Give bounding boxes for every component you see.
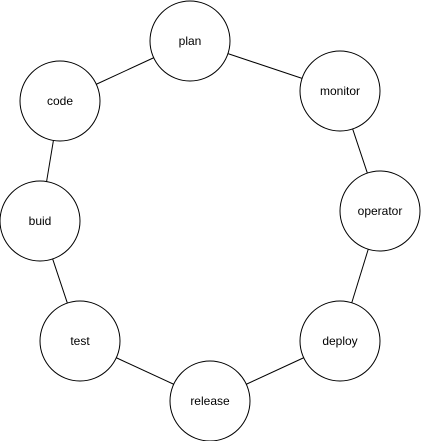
edge-deploy-release bbox=[246, 357, 304, 385]
node-circle-operator[interactable] bbox=[339, 170, 421, 252]
node-circle-deploy[interactable] bbox=[299, 300, 381, 382]
node-label-operator: operator bbox=[358, 204, 403, 218]
node-label-buid: buid bbox=[29, 214, 52, 228]
node-release[interactable]: release bbox=[169, 360, 251, 441]
node-monitor[interactable]: monitor bbox=[299, 50, 381, 132]
edge-test-buid bbox=[52, 258, 68, 304]
node-operator[interactable]: operator bbox=[339, 170, 421, 252]
node-label-release: release bbox=[190, 394, 230, 408]
node-label-code: code bbox=[47, 94, 73, 108]
node-circle-code[interactable] bbox=[19, 60, 101, 142]
node-circle-release[interactable] bbox=[169, 360, 251, 441]
edge-code-plan bbox=[96, 57, 154, 85]
node-plan[interactable]: plan bbox=[149, 0, 231, 82]
node-deploy[interactable]: deploy bbox=[299, 300, 381, 382]
node-code[interactable]: code bbox=[19, 60, 101, 142]
node-circle-buid[interactable] bbox=[0, 180, 81, 262]
edge-release-test bbox=[116, 357, 174, 385]
edge-operator-deploy bbox=[351, 249, 369, 303]
edge-buid-code bbox=[46, 140, 54, 182]
edges-layer bbox=[46, 53, 369, 385]
node-label-test: test bbox=[70, 334, 90, 348]
node-label-plan: plan bbox=[179, 34, 202, 48]
node-buid[interactable]: buid bbox=[0, 180, 81, 262]
edge-monitor-operator bbox=[352, 128, 368, 174]
node-test[interactable]: test bbox=[39, 300, 121, 382]
node-circle-monitor[interactable] bbox=[299, 50, 381, 132]
node-circle-plan[interactable] bbox=[149, 0, 231, 82]
node-circle-test[interactable] bbox=[39, 300, 121, 382]
edge-plan-monitor bbox=[227, 53, 303, 79]
node-label-monitor: monitor bbox=[320, 84, 360, 98]
node-label-deploy: deploy bbox=[322, 334, 357, 348]
